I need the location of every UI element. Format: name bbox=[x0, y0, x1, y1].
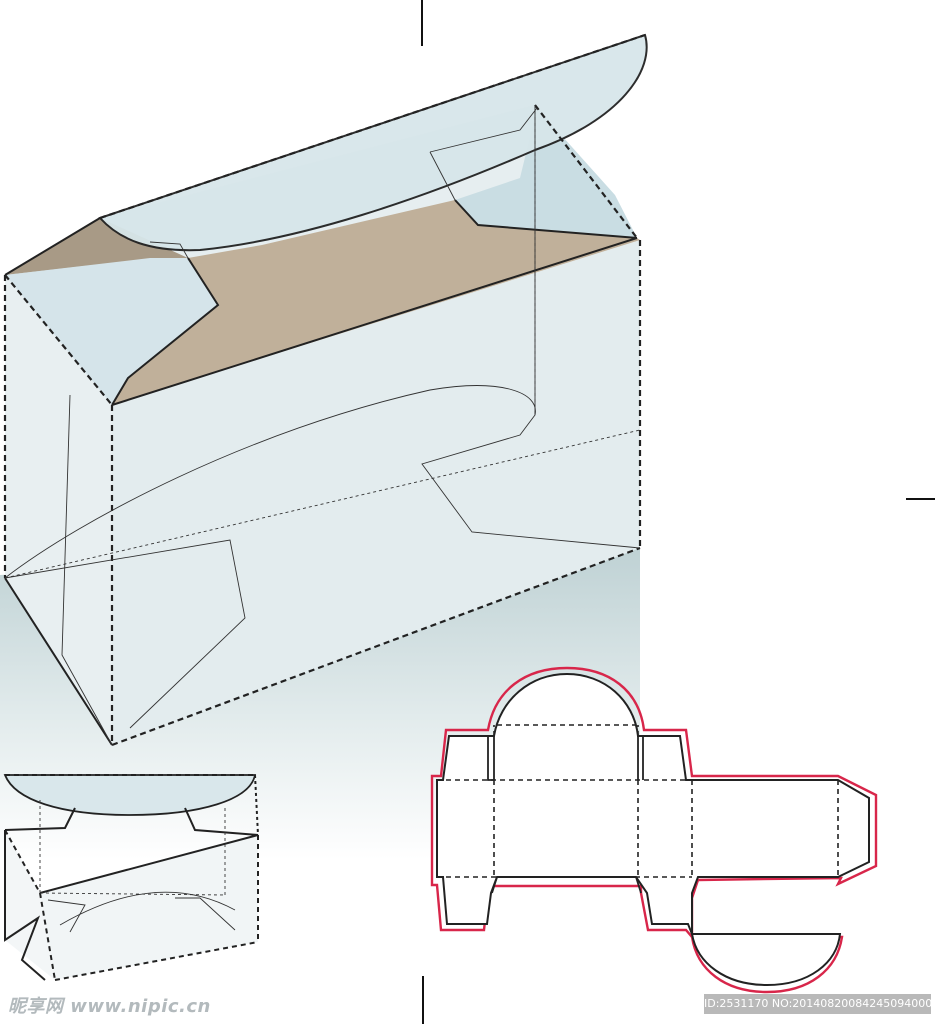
die-line-cut-outline bbox=[430, 666, 878, 994]
lid-flap bbox=[98, 33, 648, 252]
left-face bbox=[5, 275, 112, 745]
image-id-watermark: ID:2531170 NO:20140820084245094000 bbox=[704, 994, 931, 1014]
inner-flap-right bbox=[455, 108, 637, 238]
crop-marks bbox=[421, 0, 935, 1024]
small-lid bbox=[3, 774, 257, 816]
box-3d-large bbox=[3, 33, 648, 747]
die-line bbox=[430, 666, 878, 994]
box-3d-small bbox=[3, 774, 259, 981]
small-front-face bbox=[40, 835, 258, 980]
site-watermark: 昵享网 www.nipic.cn bbox=[8, 996, 211, 1017]
die-line-body bbox=[436, 672, 870, 987]
inner-flap-left bbox=[5, 258, 218, 405]
small-left-face bbox=[5, 830, 55, 980]
inner-kraft-corner bbox=[5, 218, 188, 275]
inner-kraft-surface bbox=[112, 200, 640, 405]
